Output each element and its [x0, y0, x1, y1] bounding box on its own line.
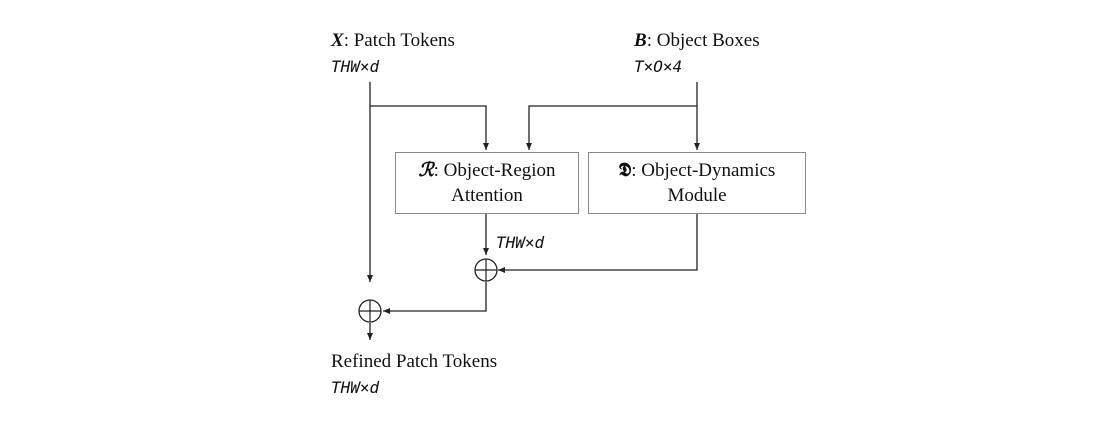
dynamics-title: : Object-Dynamics	[631, 160, 776, 181]
output-shape: THW×d	[331, 378, 380, 397]
add-node-inner	[474, 258, 498, 282]
input-x-symbol: X	[331, 30, 344, 51]
region-attention-title: : Object-Region	[433, 160, 556, 181]
add-node-residual	[358, 299, 382, 323]
dynamics-output-arrow	[498, 214, 698, 273]
dynamics-symbol: 𝕯	[618, 159, 632, 181]
input-b-label: B: Object Boxes	[634, 30, 760, 52]
input-x-shape: THW×d	[331, 57, 380, 76]
b-to-region-attention-arrow	[526, 105, 697, 150]
input-b-symbol: B	[634, 30, 647, 51]
output-label: Refined Patch Tokens	[331, 351, 498, 372]
object-dynamics-module-box: 𝕯: Object-Dynamics Module	[588, 152, 806, 214]
dynamics-line1: 𝕯: Object-Dynamics	[619, 158, 776, 183]
input-x-label: X: Patch Tokens	[331, 30, 455, 52]
region-attention-line1: ℛ: Object-Region	[418, 158, 555, 183]
input-x-text: : Patch Tokens	[343, 30, 455, 51]
input-b-shape: T×O×4	[634, 57, 683, 76]
region-attention-output-shape: THW×d	[496, 233, 545, 252]
x-to-region-attention-arrow	[370, 105, 489, 150]
region-attention-symbol: ℛ	[418, 159, 434, 181]
dynamics-line2: Module	[667, 185, 727, 206]
object-region-attention-box: ℛ: Object-Region Attention	[395, 152, 579, 214]
input-b-text: : Object Boxes	[646, 30, 760, 51]
inner-sum-to-residual-arrow	[383, 282, 487, 314]
region-attention-line2: Attention	[451, 185, 523, 206]
